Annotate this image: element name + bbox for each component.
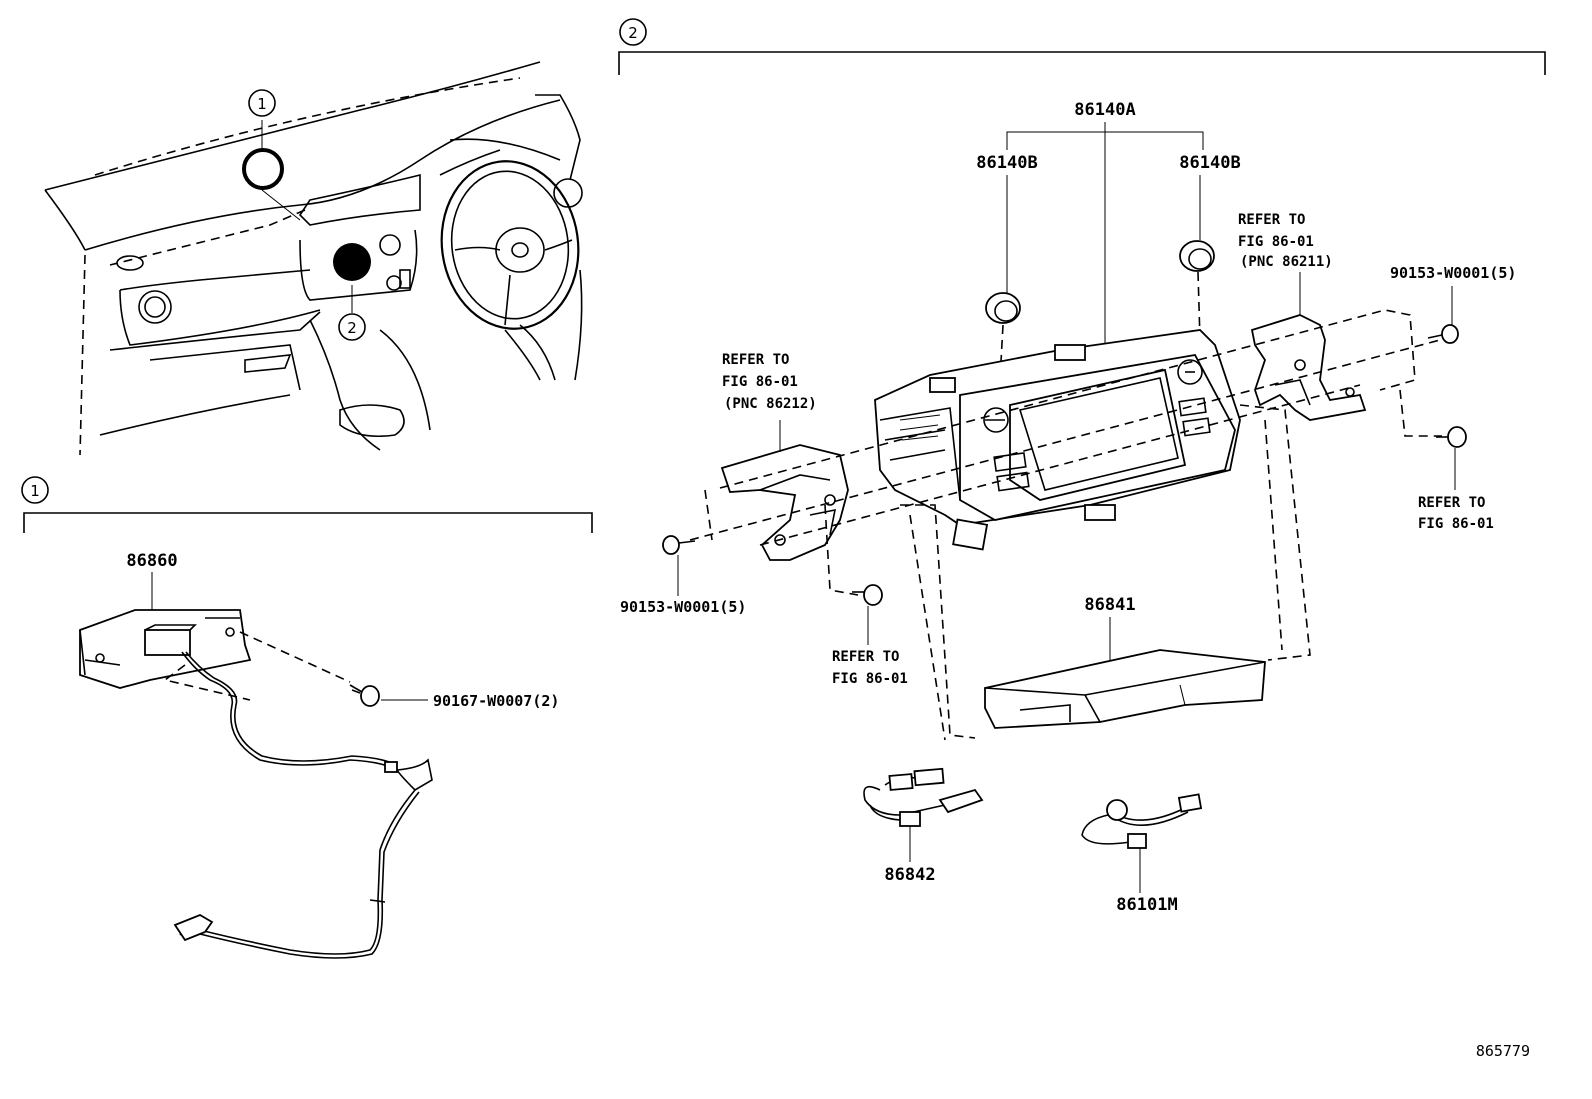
- ref-left-clip-line1: REFER TO: [832, 649, 899, 665]
- dashboard-overview-illustration: [44, 61, 583, 456]
- dash-guide-86860: [163, 664, 251, 701]
- refer-note-left-bracket: REFER TO FIG 86-01 (PNC 86212): [722, 352, 817, 412]
- clip-left: [852, 584, 883, 606]
- clip-right: [1436, 426, 1467, 448]
- ref-left-bracket-line2: FIG 86-01: [722, 374, 798, 390]
- refer-note-right-bracket: REFER TO FIG 86-01 (PNC 86211): [1238, 212, 1333, 270]
- ref-right-clip-line2: FIG 86-01: [1418, 516, 1494, 532]
- ref-left-clip-line2: FIG 86-01: [832, 671, 908, 687]
- refer-note-right-clip: REFER TO FIG 86-01: [1418, 495, 1494, 532]
- section-2-number: 2: [628, 24, 638, 42]
- location-spot-1: [242, 148, 284, 190]
- bolt-90153-right: [1427, 324, 1459, 344]
- part-label-90153-left: 90153-W0001(5): [620, 598, 746, 616]
- part-label-86140B-right: 86140B: [1179, 153, 1240, 173]
- section-1-number: 1: [30, 482, 40, 500]
- part-label-86860: 86860: [126, 551, 177, 571]
- ref-right-bracket-line1: REFER TO: [1238, 212, 1305, 228]
- callout-2-marker: 2: [338, 313, 366, 341]
- callout-1-label: 1: [257, 95, 267, 113]
- part-label-86140A: 86140A: [1074, 100, 1135, 120]
- assembly-guide-lines: [689, 309, 1442, 741]
- knob-86140B-right: [1179, 240, 1215, 272]
- module-86841: [984, 649, 1266, 729]
- screw-90167: [349, 684, 380, 707]
- navigation-head-unit-86140A: [874, 329, 1241, 551]
- ref-left-bracket-line3: (PNC 86212): [724, 396, 817, 412]
- ref-left-bracket-line1: REFER TO: [722, 352, 789, 368]
- bracket-left-pnc86212: [720, 444, 849, 561]
- bracket-86140B: [1006, 131, 1204, 150]
- ref-right-bracket-line2: FIG 86-01: [1238, 234, 1314, 250]
- bracket-right-pnc86211: [1250, 314, 1367, 421]
- ref-right-bracket-line3: (PNC 86211): [1240, 254, 1333, 270]
- harness-86842: [863, 767, 984, 827]
- part-label-86101M: 86101M: [1116, 895, 1177, 915]
- section-2-header: 2: [618, 18, 1546, 75]
- part-label-86841: 86841: [1084, 595, 1135, 615]
- part-label-86140B-left: 86140B: [976, 153, 1037, 173]
- dash-knob-right: [1197, 271, 1201, 341]
- figure-number: 865779: [1476, 1042, 1530, 1060]
- callout-2-label: 2: [347, 319, 357, 337]
- part-label-86842: 86842: [884, 865, 935, 885]
- location-spot-2: [333, 243, 371, 281]
- ref-right-clip-line1: REFER TO: [1418, 495, 1485, 511]
- part-label-90167: 90167-W0007(2): [433, 692, 559, 710]
- callout-1-marker: 1: [248, 89, 276, 117]
- harness-86101M: [1081, 793, 1203, 849]
- usb-cable-86860: [173, 651, 433, 959]
- bolt-90153-left: [662, 535, 696, 555]
- knob-86140B-left: [985, 292, 1021, 324]
- dash-guide-86860-screw: [239, 631, 351, 683]
- refer-note-left-clip: REFER TO FIG 86-01: [832, 649, 908, 687]
- section-1-header: 1: [21, 476, 593, 533]
- usb-port-bracket-86860: [79, 609, 252, 689]
- part-label-90153-right: 90153-W0001(5): [1390, 264, 1516, 282]
